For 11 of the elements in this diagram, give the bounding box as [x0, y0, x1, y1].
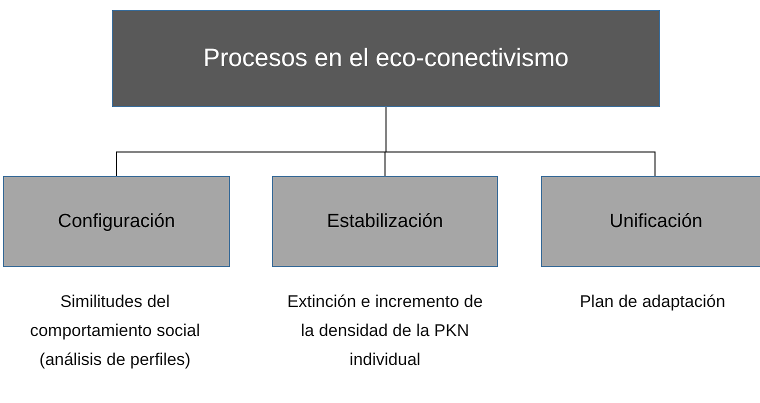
box-label: Configuración [58, 210, 176, 232]
box-label: Unificación [610, 210, 702, 232]
process-box [3, 176, 230, 267]
process-box [272, 176, 498, 267]
box-label: Procesos en el eco-conectivismo [203, 44, 569, 73]
title-box [112, 10, 660, 107]
box-label: Estabilización [326, 210, 444, 232]
description-text: Similitudes del comportamiento social (análisis de perfiles) [28, 291, 202, 371]
description-text: Plan de adaptación [578, 291, 726, 313]
process-box [541, 176, 760, 267]
description-text: Extinción e incremento de la densidad de la PKN individual [286, 291, 484, 371]
